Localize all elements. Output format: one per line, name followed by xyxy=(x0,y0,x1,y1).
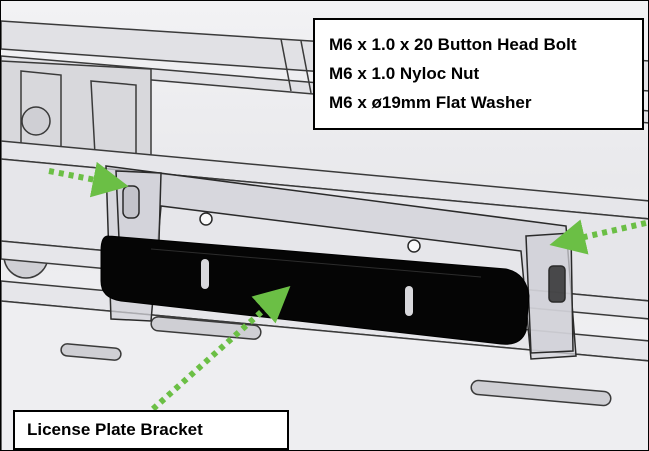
bracket-slot-right xyxy=(405,286,413,316)
leader-arrow-right-bolt xyxy=(549,219,647,255)
hardware-line-nut: M6 x 1.0 Nyloc Nut xyxy=(329,64,480,83)
part-label: License Plate Bracket xyxy=(27,420,203,439)
license-plate-bracket xyxy=(100,235,530,345)
hardware-callout: M6 x 1.0 x 20 Button Head Bolt M6 x 1.0 … xyxy=(313,18,644,130)
dotted-arrow-icon xyxy=(48,161,647,412)
hardware-line-washer: M6 x ø19mm Flat Washer xyxy=(329,93,532,112)
leader-arrow-left-bolt xyxy=(48,161,129,198)
hardware-line-bolt: M6 x 1.0 x 20 Button Head Bolt xyxy=(329,35,577,54)
leader-arrow-bracket xyxy=(150,285,291,412)
part-callout: License Plate Bracket xyxy=(13,410,289,450)
bracket-slot-left xyxy=(201,259,209,289)
